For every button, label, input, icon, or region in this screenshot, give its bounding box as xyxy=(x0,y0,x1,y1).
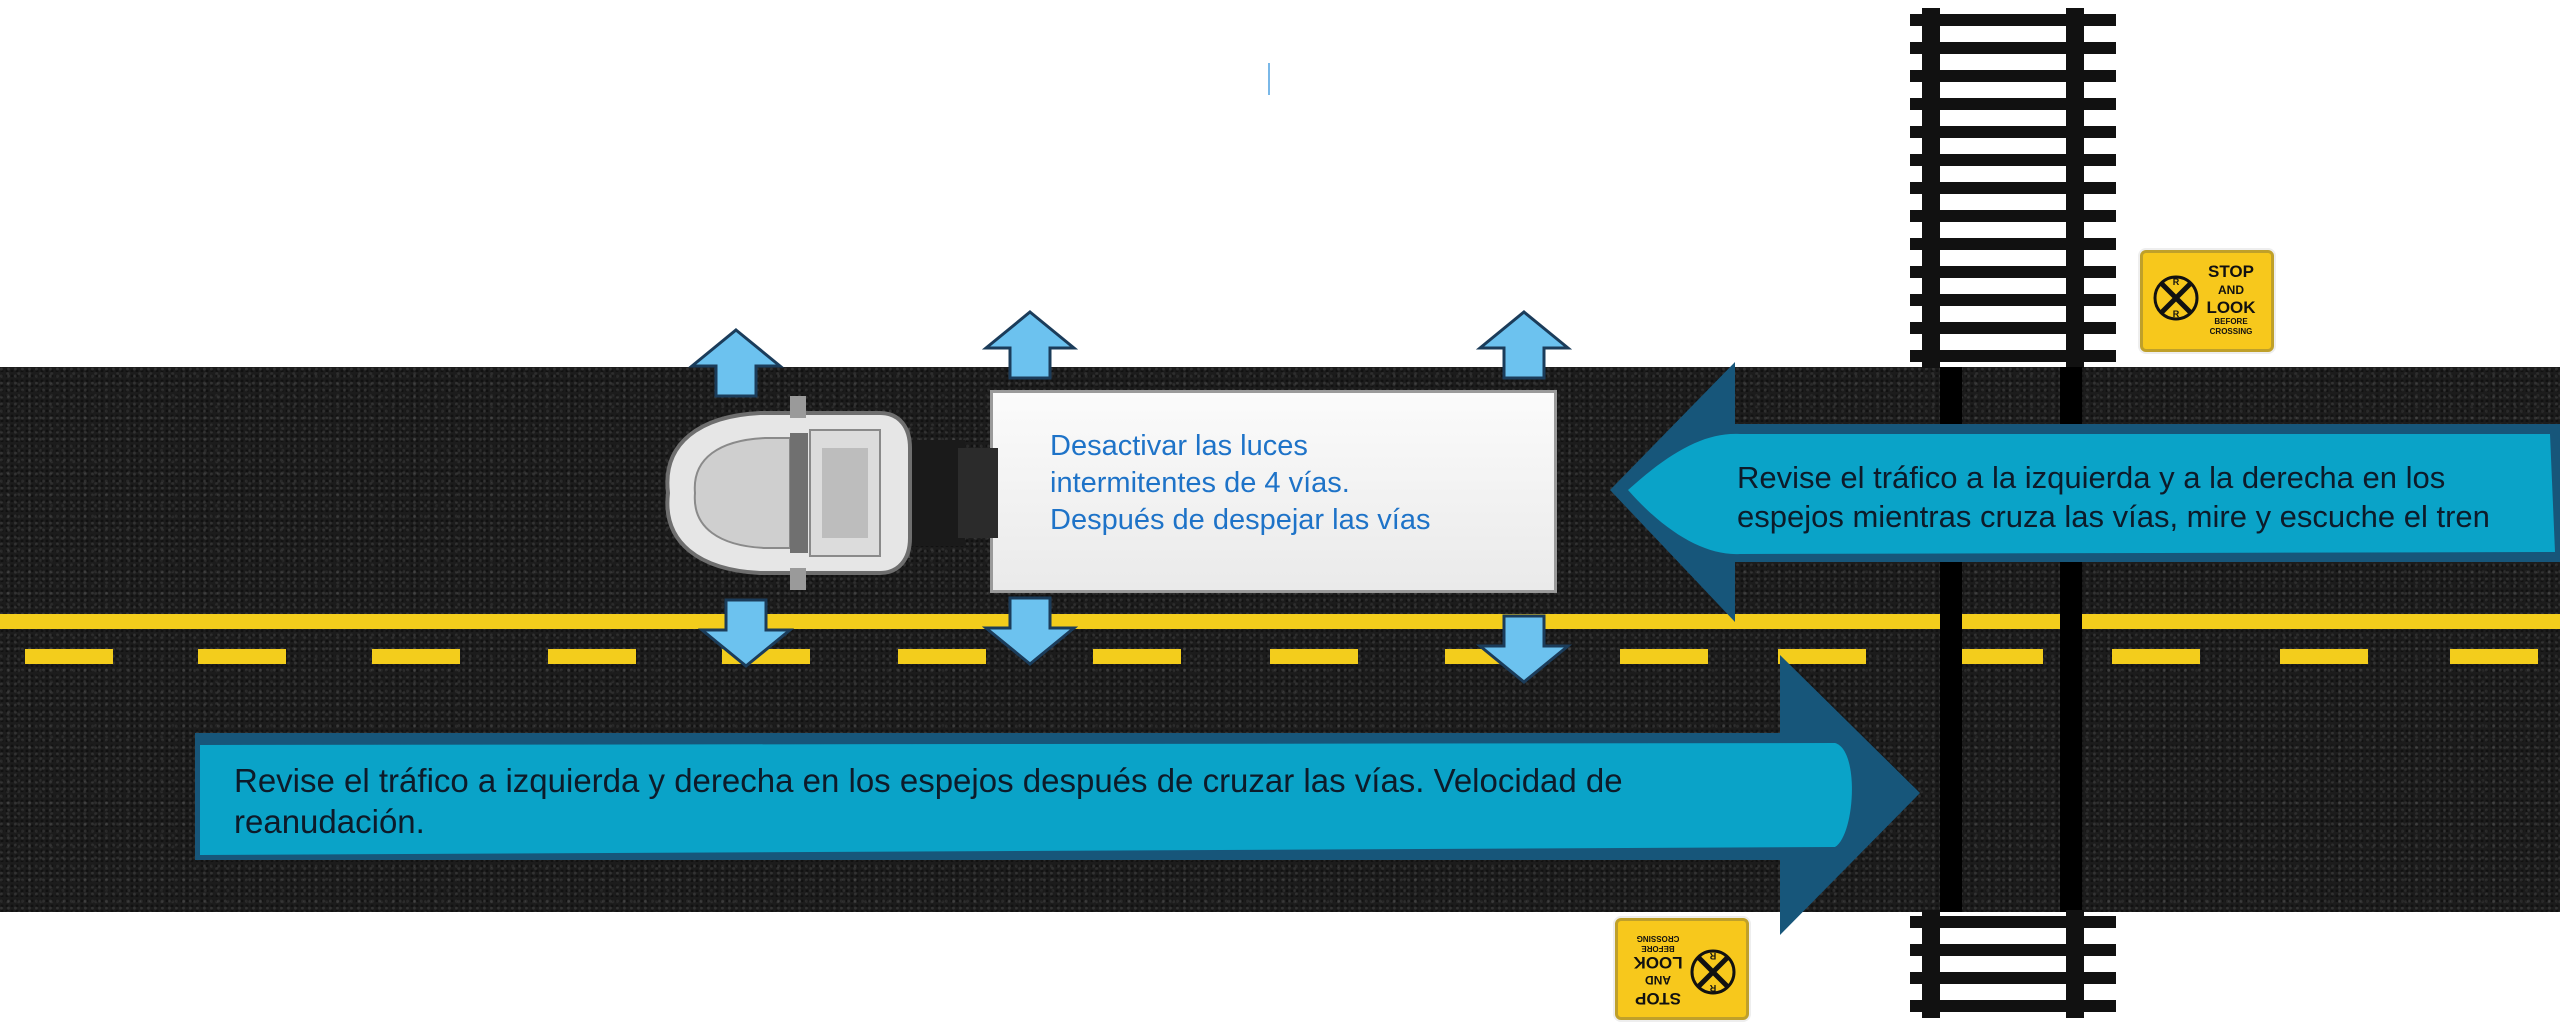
crossbuck-icon: R R xyxy=(2153,275,2199,321)
crossbuck-icon: R R xyxy=(1690,949,1736,995)
sign-letter-r: R xyxy=(2173,309,2180,319)
sign-and: AND xyxy=(2218,283,2244,297)
railroad-crossing-sign-icon: R R STOP AND LOOK BEFORE CROSSING xyxy=(2140,250,2274,352)
trailer-line-1: Desactivar las luces xyxy=(1050,430,1308,462)
sign-before-crossing: BEFORE CROSSING xyxy=(1636,934,1680,953)
sign-stop: STOP xyxy=(1635,989,1681,1008)
road-edge-cutout xyxy=(1020,912,2560,1022)
lane-dash xyxy=(898,649,986,664)
lane-dash xyxy=(1270,649,1358,664)
railroad-crossing-sign-icon: R R STOP AND LOOK BEFORE CROSSING xyxy=(1615,918,1749,1020)
lane-dash xyxy=(1620,649,1708,664)
trailer xyxy=(990,390,1557,593)
arrow-up-icon xyxy=(688,328,784,398)
arrow-down-icon xyxy=(982,596,1078,666)
lane-dash xyxy=(25,649,113,664)
trailer-line-3: Después de despejar las vías xyxy=(1050,504,1431,536)
lane-dash xyxy=(1778,649,1866,664)
lane-dash xyxy=(198,649,286,664)
trailer-line-2: intermitentes de 4 vías. xyxy=(1050,467,1350,499)
lane-dash xyxy=(372,649,460,664)
arrow-up-icon xyxy=(1476,310,1572,380)
trailer-instructions: Desactivar las luces intermitentes de 4 … xyxy=(1050,428,1520,539)
sign-letter-r: R xyxy=(1709,983,1716,993)
sign-letter-r: R xyxy=(2173,277,2180,287)
lane-dash xyxy=(548,649,636,664)
right-callout-text: Revise el tráfico a la izquierda y a la … xyxy=(1737,460,2490,534)
text-cursor-mark xyxy=(1268,63,1270,95)
sign-text: STOP AND LOOK BEFORE CROSSING xyxy=(1628,933,1688,1008)
center-solid-line xyxy=(0,614,2560,629)
sign-text: STOP AND LOOK BEFORE CROSSING xyxy=(2201,263,2261,337)
arrow-up-icon xyxy=(982,310,1078,380)
sign-before-crossing: BEFORE CROSSING xyxy=(2209,317,2253,336)
arrow-down-icon xyxy=(698,598,794,668)
railroad-track-icon xyxy=(1910,910,2116,1018)
lane-dash xyxy=(1955,649,2043,664)
sign-stop: STOP xyxy=(2208,262,2254,281)
bottom-callout-text: Revise el tráfico a izquierda y derecha … xyxy=(234,762,1623,840)
lane-dash xyxy=(1093,649,1181,664)
semi-truck-icon xyxy=(665,396,998,590)
lane-dash xyxy=(2450,649,2538,664)
sign-letter-r: R xyxy=(1709,951,1716,961)
lane-dash xyxy=(2280,649,2368,664)
sign-and: AND xyxy=(1645,973,1671,987)
arrow-down-icon xyxy=(1476,614,1572,684)
right-pointing-callout-arrow xyxy=(195,655,1920,935)
sign-look: LOOK xyxy=(2206,298,2256,317)
sign-look: LOOK xyxy=(1633,953,1683,972)
left-pointing-callout-arrow xyxy=(1610,362,2560,622)
lane-dash xyxy=(2112,649,2200,664)
railroad-track-icon xyxy=(1910,8,2116,368)
